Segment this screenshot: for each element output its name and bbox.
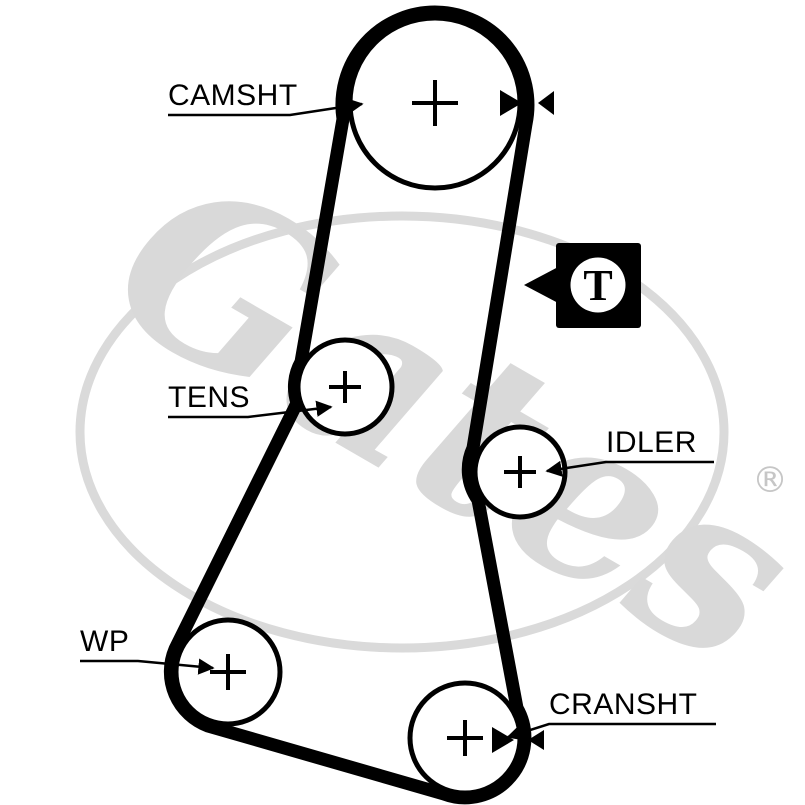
tension-marker: T (524, 243, 641, 328)
idler-center-cross-icon (504, 456, 536, 488)
tensioner-label: TENS (168, 381, 250, 414)
tensioner-center-cross-icon (329, 371, 361, 403)
crankshaft-leader-line (506, 722, 716, 741)
water-pump-leader-line (80, 658, 215, 675)
watermark-ellipse (75, 211, 729, 653)
camshaft-pulley (347, 15, 523, 191)
registered-trademark-icon: ® (752, 460, 788, 501)
idler-leader-line (545, 460, 714, 477)
water-pump-pulley (173, 617, 283, 727)
tensioner-leader-line (168, 400, 333, 419)
crankshaft-callout: CRANSHT (506, 688, 716, 741)
camshaft-arrow-left-icon (538, 91, 554, 115)
camshaft-center-cross-icon (412, 80, 458, 126)
tension-marker-pointer-icon (524, 266, 560, 304)
idler-label: IDLER (606, 426, 697, 459)
camshaft-direction-markers (500, 90, 554, 116)
crankshaft-arrow-right-icon (492, 727, 514, 753)
idler-callout: IDLER (545, 426, 714, 477)
crankshaft-arrow-left-icon (528, 730, 544, 750)
water-pump-callout: WP (80, 625, 215, 675)
water-pump-center-cross-icon (210, 654, 246, 690)
camshaft-callout: CAMSHT (168, 79, 364, 117)
tension-marker-circle (570, 257, 626, 313)
tensioner-pulley (295, 337, 395, 437)
crankshaft-label: CRANSHT (549, 688, 698, 721)
crankshaft-direction-markers (492, 727, 544, 753)
water-pump-label: WP (80, 625, 129, 658)
tensioner-callout: TENS (168, 381, 333, 419)
camshaft-label: CAMSHT (168, 79, 298, 112)
tension-marker-label: T (583, 261, 612, 310)
timing-belt-path (163, 5, 535, 805)
camshaft-leader-line (168, 98, 364, 117)
camshaft-arrow-right-icon (500, 90, 522, 116)
crankshaft-center-cross-icon (447, 720, 483, 756)
idler-pulley (472, 424, 568, 520)
